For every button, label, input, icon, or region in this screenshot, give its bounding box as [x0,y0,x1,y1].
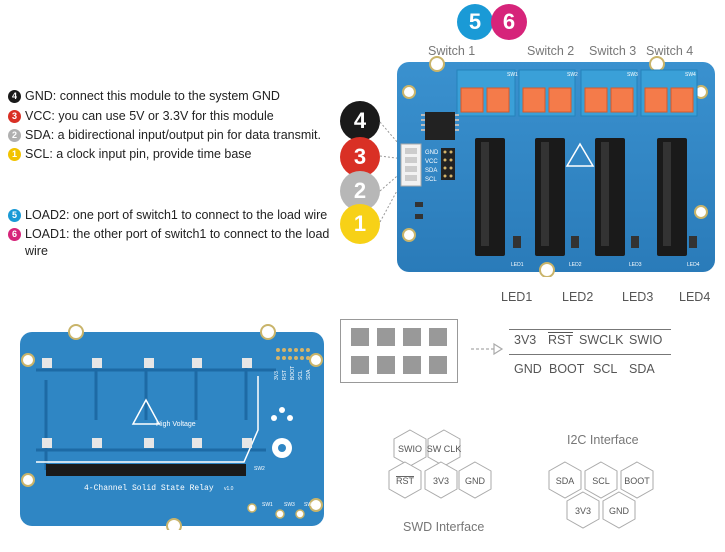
pin-table-top-rule [509,329,671,330]
bottom-pin-scl: SCL [298,370,304,380]
silk-sw3: SW3 [627,72,638,78]
swd-hex-gnd: GND [465,476,486,486]
board-title: 4-Channel Solid State Relay [84,484,214,493]
legend-item-sda: 2 SDA: a bidirectional input/output pin … [8,127,350,144]
legend-item-load2: 5 LOAD2: one port of switch1 to connect … [8,207,350,224]
legend-text-load2: LOAD2: one port of switch1 to connect to… [25,208,328,222]
i2c-hex-scl: SCL [592,476,610,486]
board-version: v1.0 [224,486,234,492]
i2c-hex-boot: BOOT [624,476,650,486]
swd-hex-swio: SWIO [398,444,422,454]
led-label-4: LED4 [679,290,711,304]
legend-item-load1: 6 LOAD1: the other port of switch1 to co… [8,226,337,260]
bottom-pin-boot: BOOT [290,366,296,380]
high-voltage-text: High Voltage [156,421,196,428]
bottom-sw3: SW3 [284,502,295,508]
relay-board-bottom: High Voltage 3V3 RST BOOT SCL SDA 4-Chan… [20,324,324,530]
swd-hex-swclk: SW CLK [427,444,462,454]
bottom-sw4: SW4 [304,502,315,508]
header-pin [377,328,395,346]
led-label-2: LED2 [562,290,594,304]
silk-sw4: SW4 [685,72,696,78]
i2c-hex-3v3: 3V3 [575,506,591,516]
dashed-arrow-icon [471,342,504,356]
silk-led4: LED4 [687,262,700,268]
header-pin-box [340,319,458,383]
header-pin [377,356,395,374]
legend-item-scl: 1 SCL: a clock input pin, provide time b… [8,146,350,163]
silk-led2: LED2 [569,262,582,268]
pin-silk-scl: SCL [425,177,437,183]
led-label-3: LED3 [622,290,654,304]
header-pin [403,356,421,374]
badge-2: 2 [8,129,21,142]
pin-label-scl: SCL [593,362,618,376]
switch-label-2: Switch 2 [527,44,575,58]
legend-text-sda: SDA: a bidirectional input/output pin fo… [25,128,321,142]
i2c-interface-label: I2C Interface [567,433,639,447]
pin-number-6: 6 [491,4,527,40]
pin-number-4: 4 [340,101,380,141]
swd-hex-rst: RST [396,476,415,486]
header-pin [351,356,369,374]
switch-label-1: Switch 1 [428,44,476,58]
legend-text-vcc: VCC: you can use 5V or 3.3V for this mod… [25,109,274,123]
bottom-sw2: SW2 [254,466,265,472]
relay-board-top: GND VCC SDA SCL SW1 SW2 SW3 SW4 LED1 LED… [397,56,715,277]
bottom-pin-rst: RST [282,370,288,380]
pin-label-3v3: 3V3 [514,333,537,347]
pin-label-swio: SWIO [629,333,663,347]
bottom-pin-3v3: 3V3 [274,371,280,380]
legend-text-scl: SCL: a clock input pin, provide time bas… [25,147,252,161]
pin-label-gnd: GND [514,362,542,376]
switch-label-3: Switch 3 [589,44,637,58]
bottom-sw1: SW1 [262,502,273,508]
silk-led3: LED3 [629,262,642,268]
pin-label-rst: RST [548,333,573,347]
pin-label-sda: SDA [629,362,655,376]
i2c-hex-gnd: GND [609,506,630,516]
pin-silk-sda: SDA [425,168,437,174]
pin-number-3: 3 [340,137,380,177]
legend-item-gnd: 4 GND: connect this module to the system… [8,88,350,105]
pin-silk-gnd: GND [425,150,439,156]
legend-item-vcc: 3 VCC: you can use 5V or 3.3V for this m… [8,108,350,125]
badge-1: 1 [8,148,21,161]
badge-4: 4 [8,90,21,103]
header-pin [403,328,421,346]
pin-label-boot: BOOT [549,362,585,376]
pin-silk-vcc: VCC [425,159,438,165]
silk-sw1: SW1 [507,72,518,78]
badge-5: 5 [8,209,21,222]
header-pin [351,328,369,346]
header-pin [429,356,447,374]
badge-3: 3 [8,110,21,123]
i2c-hex-sda: SDA [556,476,575,486]
pin-table-mid-rule [509,354,671,355]
led-label-1: LED1 [501,290,533,304]
bottom-pin-sda: SDA [306,369,312,380]
pin-number-1: 1 [340,204,380,244]
badge-6: 6 [8,228,21,241]
silk-led1: LED1 [511,262,524,268]
pin-number-5: 5 [457,4,493,40]
swd-hex-3v3: 3V3 [433,476,449,486]
legend-text-gnd: GND: connect this module to the system G… [25,89,280,103]
header-pin [429,328,447,346]
swd-hex-diagram: SWIO SW CLK RST 3V3 GND [388,429,492,499]
pin-label-swclk: SWCLK [579,333,624,347]
swd-interface-label: SWD Interface [403,520,485,534]
silk-sw2: SW2 [567,72,578,78]
switch-label-4: Switch 4 [646,44,694,58]
legend-text-load1: LOAD1: the other port of switch1 to conn… [25,227,330,258]
i2c-hex-diagram: SDA SCL BOOT 3V3 GND [548,461,654,529]
